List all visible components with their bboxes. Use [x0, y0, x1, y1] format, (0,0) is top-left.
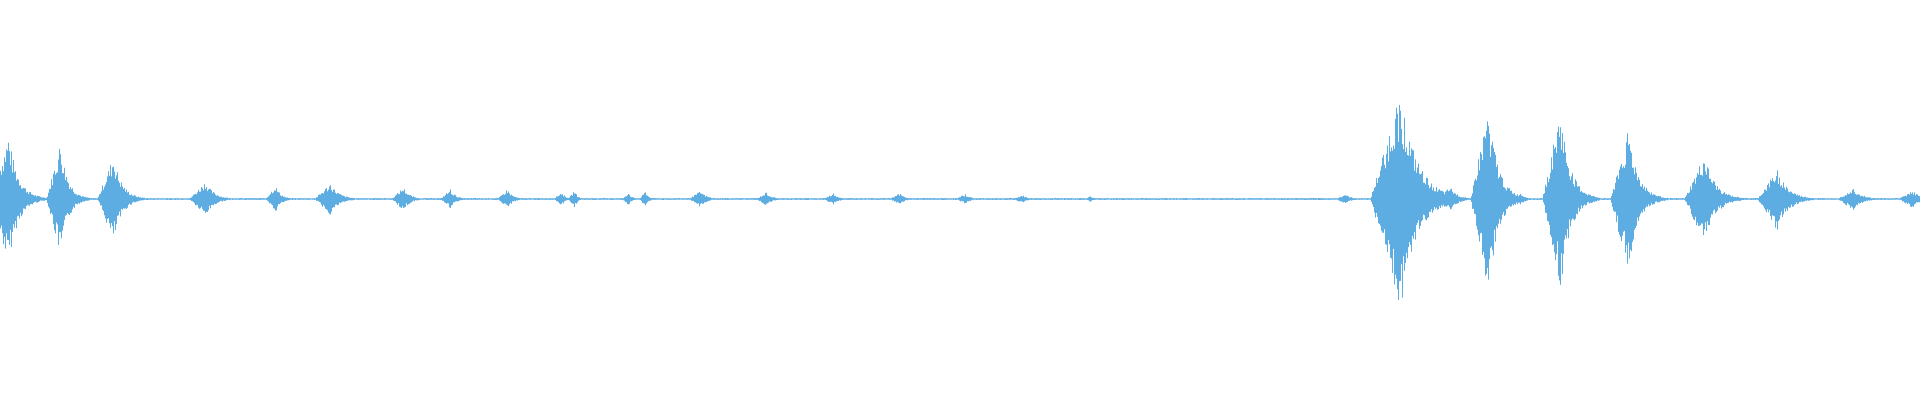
- waveform-path: [0, 105, 1920, 300]
